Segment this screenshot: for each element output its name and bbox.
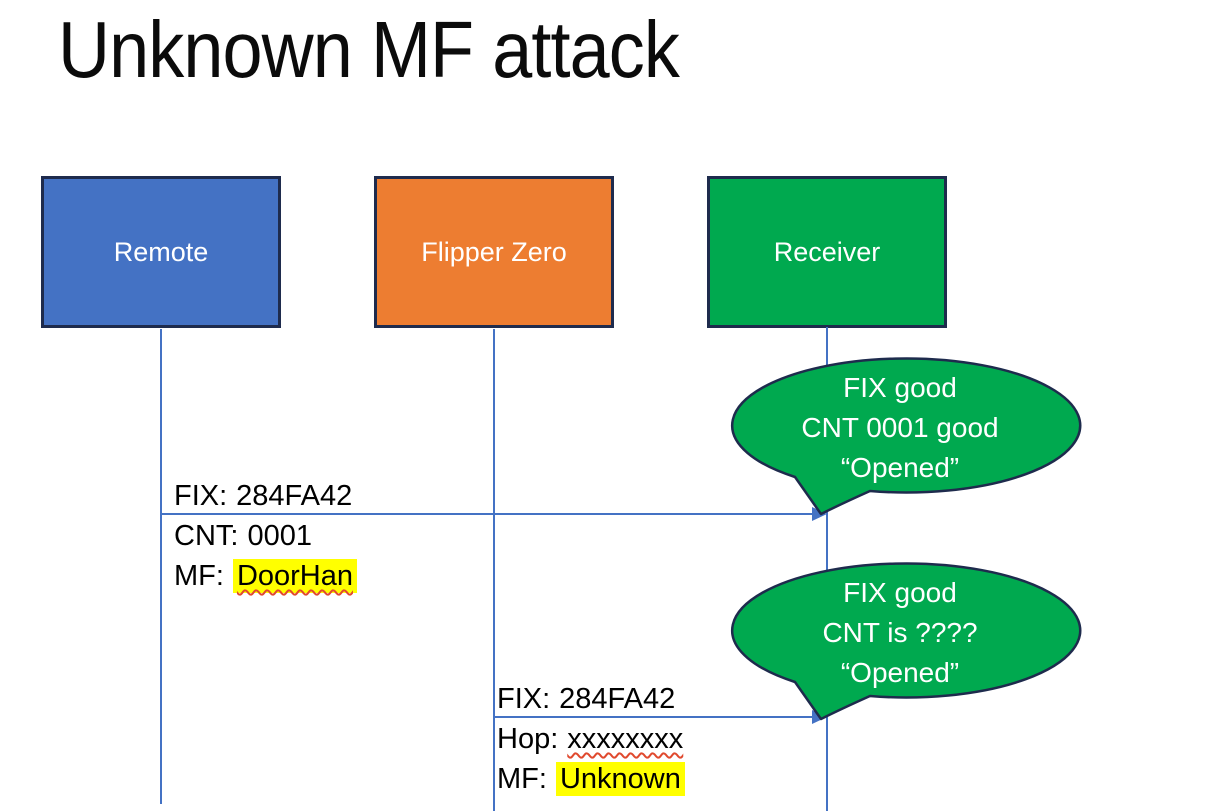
arrowhead-icon bbox=[812, 507, 827, 521]
actor-label-flipper-zero: Flipper Zero bbox=[421, 236, 567, 267]
arrowhead-icon bbox=[812, 710, 827, 724]
callout-2-text: FIX good CNT is ???? “Opened” bbox=[822, 577, 978, 688]
message-2-line-mf: MF:Unknown bbox=[497, 759, 685, 799]
message-1-line-fix: FIX:284FA42 bbox=[174, 480, 353, 512]
actor-box-remote: Remote bbox=[41, 176, 281, 328]
highlighted-value: DoorHan bbox=[232, 559, 357, 593]
message-2-line-hop: Hop:xxxxxxxx bbox=[497, 723, 684, 755]
lifeline-flipper-zero bbox=[493, 329, 495, 811]
message-1-text: FIX:284FA42 CNT:0001 MF:DoorHan bbox=[174, 476, 357, 596]
message-arrow-flipper-to-receiver bbox=[494, 716, 813, 718]
message-1-line-cnt: CNT:0001 bbox=[174, 520, 312, 552]
actor-label-receiver: Receiver bbox=[773, 236, 881, 267]
message-2-text: FIX:284FA42 Hop:xxxxxxxx MF:Unknown bbox=[497, 679, 685, 799]
actor-box-flipper-zero: Flipper Zero bbox=[374, 176, 614, 328]
highlighted-value: Unknown bbox=[555, 762, 685, 796]
lifeline-remote bbox=[160, 329, 162, 804]
callout-1-text: FIX good CNT 0001 good “Opened” bbox=[801, 372, 999, 483]
squiggle-value: xxxxxxxx bbox=[567, 723, 684, 755]
message-2-line-fix: FIX:284FA42 bbox=[497, 683, 676, 715]
actor-box-receiver: Receiver bbox=[707, 176, 947, 328]
message-1-line-mf: MF:DoorHan bbox=[174, 556, 357, 596]
message-arrow-remote-to-receiver bbox=[161, 513, 813, 515]
slide-title: Unknown MF attack bbox=[58, 5, 680, 94]
actor-label-remote: Remote bbox=[113, 236, 209, 267]
